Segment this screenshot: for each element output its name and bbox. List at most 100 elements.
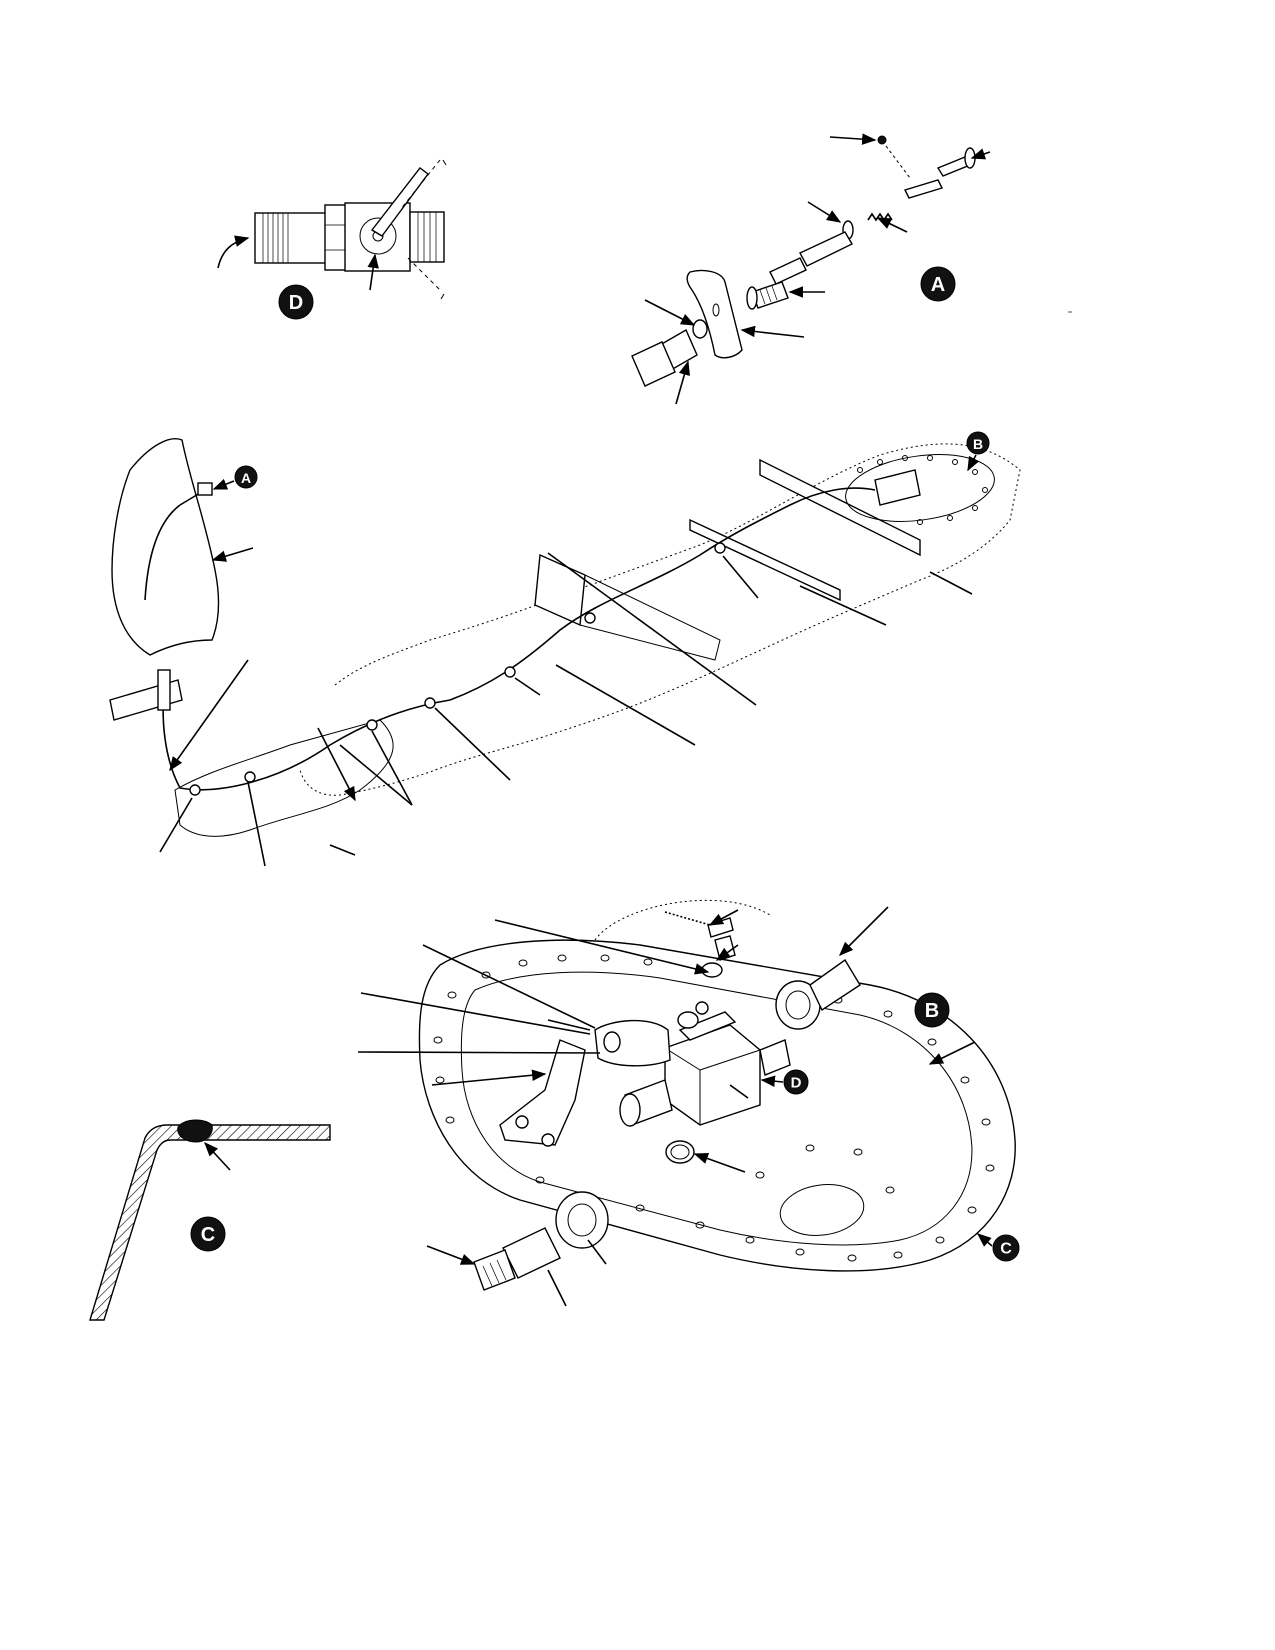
valve-left-threads — [262, 213, 289, 263]
fuel-tube-end — [809, 958, 861, 1012]
bleed-screw — [707, 917, 734, 938]
leader-arrow — [317, 727, 356, 802]
detail-a-bracket-plate — [686, 269, 743, 359]
detail-b-label: B — [925, 1000, 939, 1022]
access-door-outline — [845, 454, 995, 522]
detail-a-threaded-adapter — [746, 281, 789, 310]
leader-line — [929, 571, 973, 595]
tube-coupling-nut — [775, 980, 821, 1030]
leader-line — [339, 744, 413, 806]
leader-arrow — [829, 133, 877, 145]
leader-line — [514, 677, 541, 696]
detail-c-callout-badge — [992, 1234, 1020, 1262]
detail-a-tube-end — [631, 341, 676, 387]
lower-skin-panel — [174, 719, 394, 837]
leader-line — [434, 707, 511, 781]
access-door-valve — [874, 469, 921, 506]
detail-b-badge — [914, 992, 950, 1028]
main-assembly-view: B A — [109, 431, 1021, 867]
leader-line — [547, 1269, 567, 1307]
detail-d-view: D — [217, 159, 447, 320]
leader-arrow — [211, 547, 254, 562]
access-door-bolts — [857, 455, 988, 525]
detail-a-lock-washer — [692, 319, 708, 339]
detail-a-ball — [877, 135, 887, 145]
leader-arrow — [740, 325, 805, 338]
leader-arrow — [644, 299, 696, 326]
fuel-line-tube — [162, 487, 876, 791]
detail-b-callout-badge — [966, 431, 990, 455]
leader-line — [247, 781, 266, 867]
leader-arrow — [715, 944, 739, 961]
detail-a-callout-label: A — [241, 470, 251, 486]
leader-line — [360, 992, 591, 1035]
leader-line — [422, 944, 596, 1029]
leader-line — [371, 730, 413, 806]
mounting-bracket — [109, 679, 183, 721]
detail-a-spring — [867, 212, 893, 222]
detail-d-callout-badge — [783, 1069, 809, 1095]
detail-d-label: D — [289, 292, 303, 314]
rib-forward — [534, 553, 586, 627]
detail-c-callout-label: C — [1000, 1241, 1012, 1258]
leader-arrow — [838, 906, 889, 957]
leader-arrow — [169, 659, 249, 772]
valve-lever — [370, 167, 429, 237]
leader-line — [357, 1051, 601, 1054]
detail-a-sleeve — [769, 257, 807, 285]
access-cover-inner-flange — [460, 971, 973, 1246]
leader-arrow — [693, 1152, 746, 1173]
leader-arrow — [431, 1069, 547, 1086]
detail-c-label: C — [201, 1224, 215, 1246]
detail-a-badge — [920, 266, 956, 302]
valve-body — [344, 202, 411, 272]
leader-line — [587, 1239, 607, 1265]
leader-line — [329, 844, 356, 856]
detail-c-badge — [190, 1216, 226, 1252]
detail-c-view: C — [89, 1119, 331, 1321]
leader-arrow — [876, 217, 908, 233]
fitting-hex-nut — [555, 1191, 609, 1249]
detail-c-section — [89, 1124, 331, 1321]
lock-nut — [677, 1011, 699, 1029]
detail-d-badge — [278, 284, 314, 320]
detail-b-view: D C B — [357, 899, 1020, 1307]
leader-arrow — [675, 360, 690, 405]
detail-a-label: A — [931, 274, 945, 296]
access-cover-center-hole — [779, 1184, 865, 1236]
fitting-washer — [701, 962, 723, 978]
valve-hex-nut — [324, 204, 348, 271]
detail-a-plunger — [799, 231, 853, 267]
strainer-fitting — [473, 1227, 561, 1291]
tube-clamps — [189, 542, 726, 796]
leader-line — [799, 585, 887, 626]
leader-line — [159, 797, 193, 853]
leader-line — [555, 664, 696, 746]
forward-panel — [111, 438, 220, 656]
leader-arrow — [367, 253, 379, 291]
detail-b-callout-label: B — [973, 436, 983, 452]
valve-left-fitting — [254, 212, 328, 264]
leader-arrow — [928, 1041, 976, 1065]
leader-arrow — [494, 919, 710, 975]
rib-middle — [689, 518, 841, 602]
detail-a-roll-pin — [904, 179, 943, 199]
leader-arrow — [426, 1245, 476, 1265]
shutoff-valve-lever — [678, 1011, 737, 1041]
leader-arrow — [217, 235, 250, 269]
drain-fitting — [714, 935, 736, 961]
detail-a-callout-badge — [234, 465, 258, 489]
leader-arrow — [807, 201, 842, 223]
rib-aft — [759, 458, 921, 557]
detail-a-view: A — [631, 133, 1072, 405]
safety-wire — [664, 911, 711, 926]
leader-arrow — [204, 1141, 231, 1171]
detail-c-seal — [177, 1119, 213, 1143]
leader-line — [547, 552, 757, 706]
valve-inlet-fitting — [759, 1039, 791, 1076]
leader-line — [729, 1084, 749, 1099]
leader-line — [722, 555, 759, 599]
detail-d-callout-label: D — [791, 1075, 802, 1092]
leader-arrow — [970, 148, 991, 160]
